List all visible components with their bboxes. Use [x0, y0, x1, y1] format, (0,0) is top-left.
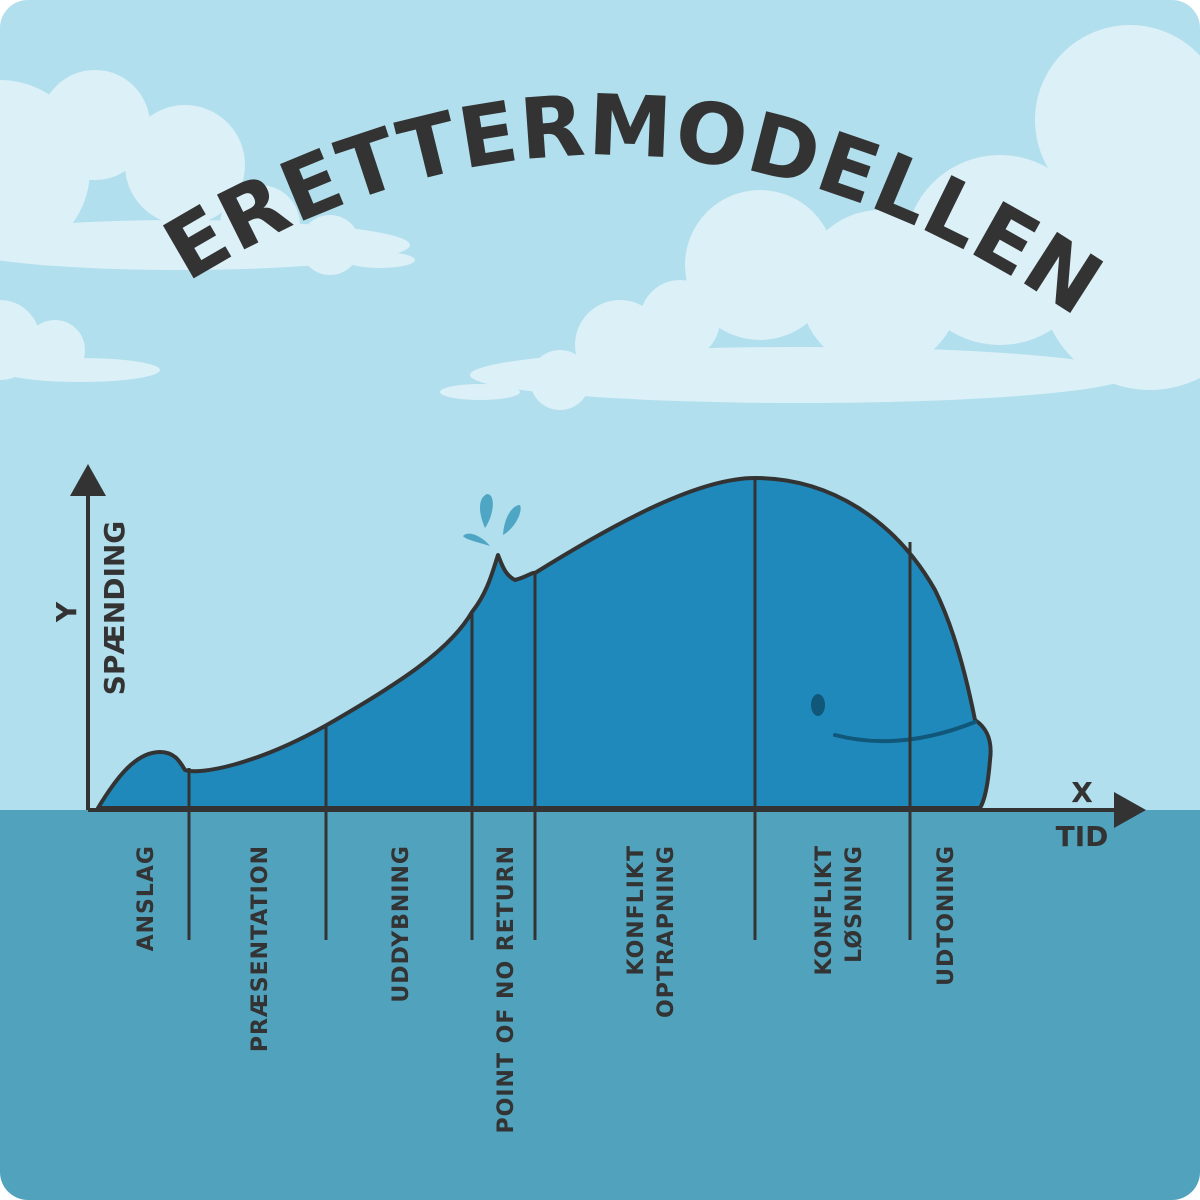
- stage-label-udtoning: UDTONING: [934, 845, 959, 986]
- whale-smile: [833, 720, 977, 744]
- stage-labels: ANSLAG PRÆSENTATION UDDYBNING POINT OF N…: [134, 845, 959, 1133]
- stage-label-point-of-no-return: POINT OF NO RETURN: [494, 845, 519, 1133]
- stage-label-praesentation: PRÆSENTATION: [248, 845, 273, 1052]
- y-axis-arrow-icon: [70, 464, 106, 496]
- stage-label-konflikt-optrapning-1: KONFLIKT: [624, 845, 649, 975]
- axes: [70, 464, 1146, 828]
- stage-label-konflikt-loesning-1: KONFLIKT: [812, 845, 837, 975]
- stage-label-anslag: ANSLAG: [134, 845, 159, 951]
- stage-label-konflikt-loesning-2: LØSNING: [842, 845, 867, 963]
- water-spout-icon: [463, 494, 521, 546]
- x-axis-label: TID: [1056, 820, 1109, 853]
- y-axis-letter: Y: [50, 601, 83, 623]
- whale-eye: [811, 694, 825, 716]
- cloud-icon: [0, 25, 1200, 410]
- x-axis-letter: X: [1071, 776, 1093, 809]
- stage-dividers: [187, 478, 912, 940]
- y-axis-label: SPÆNDING: [98, 521, 131, 696]
- stage-label-uddybning: UDDYBNING: [389, 845, 414, 1003]
- sea: [0, 810, 1200, 1200]
- stage-label-konflikt-optrapning-2: OPTRAPNING: [654, 845, 679, 1018]
- x-axis-arrow-icon: [1114, 792, 1146, 828]
- whale-icon: [96, 476, 993, 810]
